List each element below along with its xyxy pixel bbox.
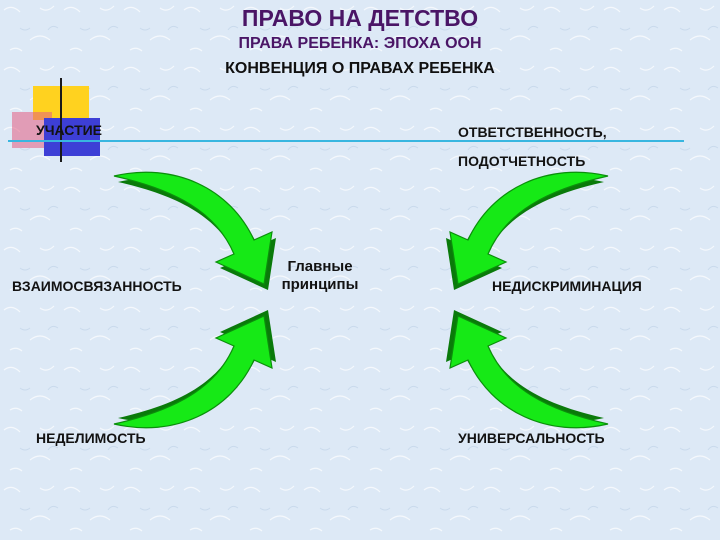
- label-nondiscrimination: НЕДИСКРИМИНАЦИЯ: [492, 278, 642, 294]
- page-title: ПРАВО НА ДЕТСТВО: [241, 5, 479, 31]
- arrow-top-left: [113, 171, 273, 285]
- deco-horizontal-line: [8, 140, 684, 142]
- arrow-top-right: [449, 171, 609, 285]
- subtitle-line-2: КОНВЕНЦИЯ О ПРАВАХ РЕБЕНКА: [225, 60, 495, 77]
- subtitle-line-1: ПРАВА РЕБЕНКА: ЭПОХА ООН: [238, 35, 482, 52]
- label-participation: УЧАСТИЕ: [36, 122, 103, 138]
- deco-vertical-line: [60, 78, 62, 162]
- label-universality: УНИВЕРСАЛЬНОСТЬ: [458, 430, 605, 446]
- arrow-bottom-right: [449, 315, 609, 429]
- deco-blue-square: [44, 118, 100, 156]
- label-responsibility-1: ОТВЕТСТВЕННОСТЬ,: [458, 124, 607, 140]
- label-indivisibility: НЕДЕЛИМОСТЬ: [36, 430, 146, 446]
- arrow-bottom-left: [113, 315, 273, 429]
- center-label-line-2: принципы: [281, 276, 359, 293]
- label-interconnection: ВЗАИМОСВЯЗАННОСТЬ: [12, 278, 182, 294]
- center-label-line-1: Главные: [287, 258, 353, 275]
- label-responsibility-2: ПОДОТЧЕТНОСТЬ: [458, 153, 586, 169]
- center-label: Главные принципы: [272, 258, 368, 294]
